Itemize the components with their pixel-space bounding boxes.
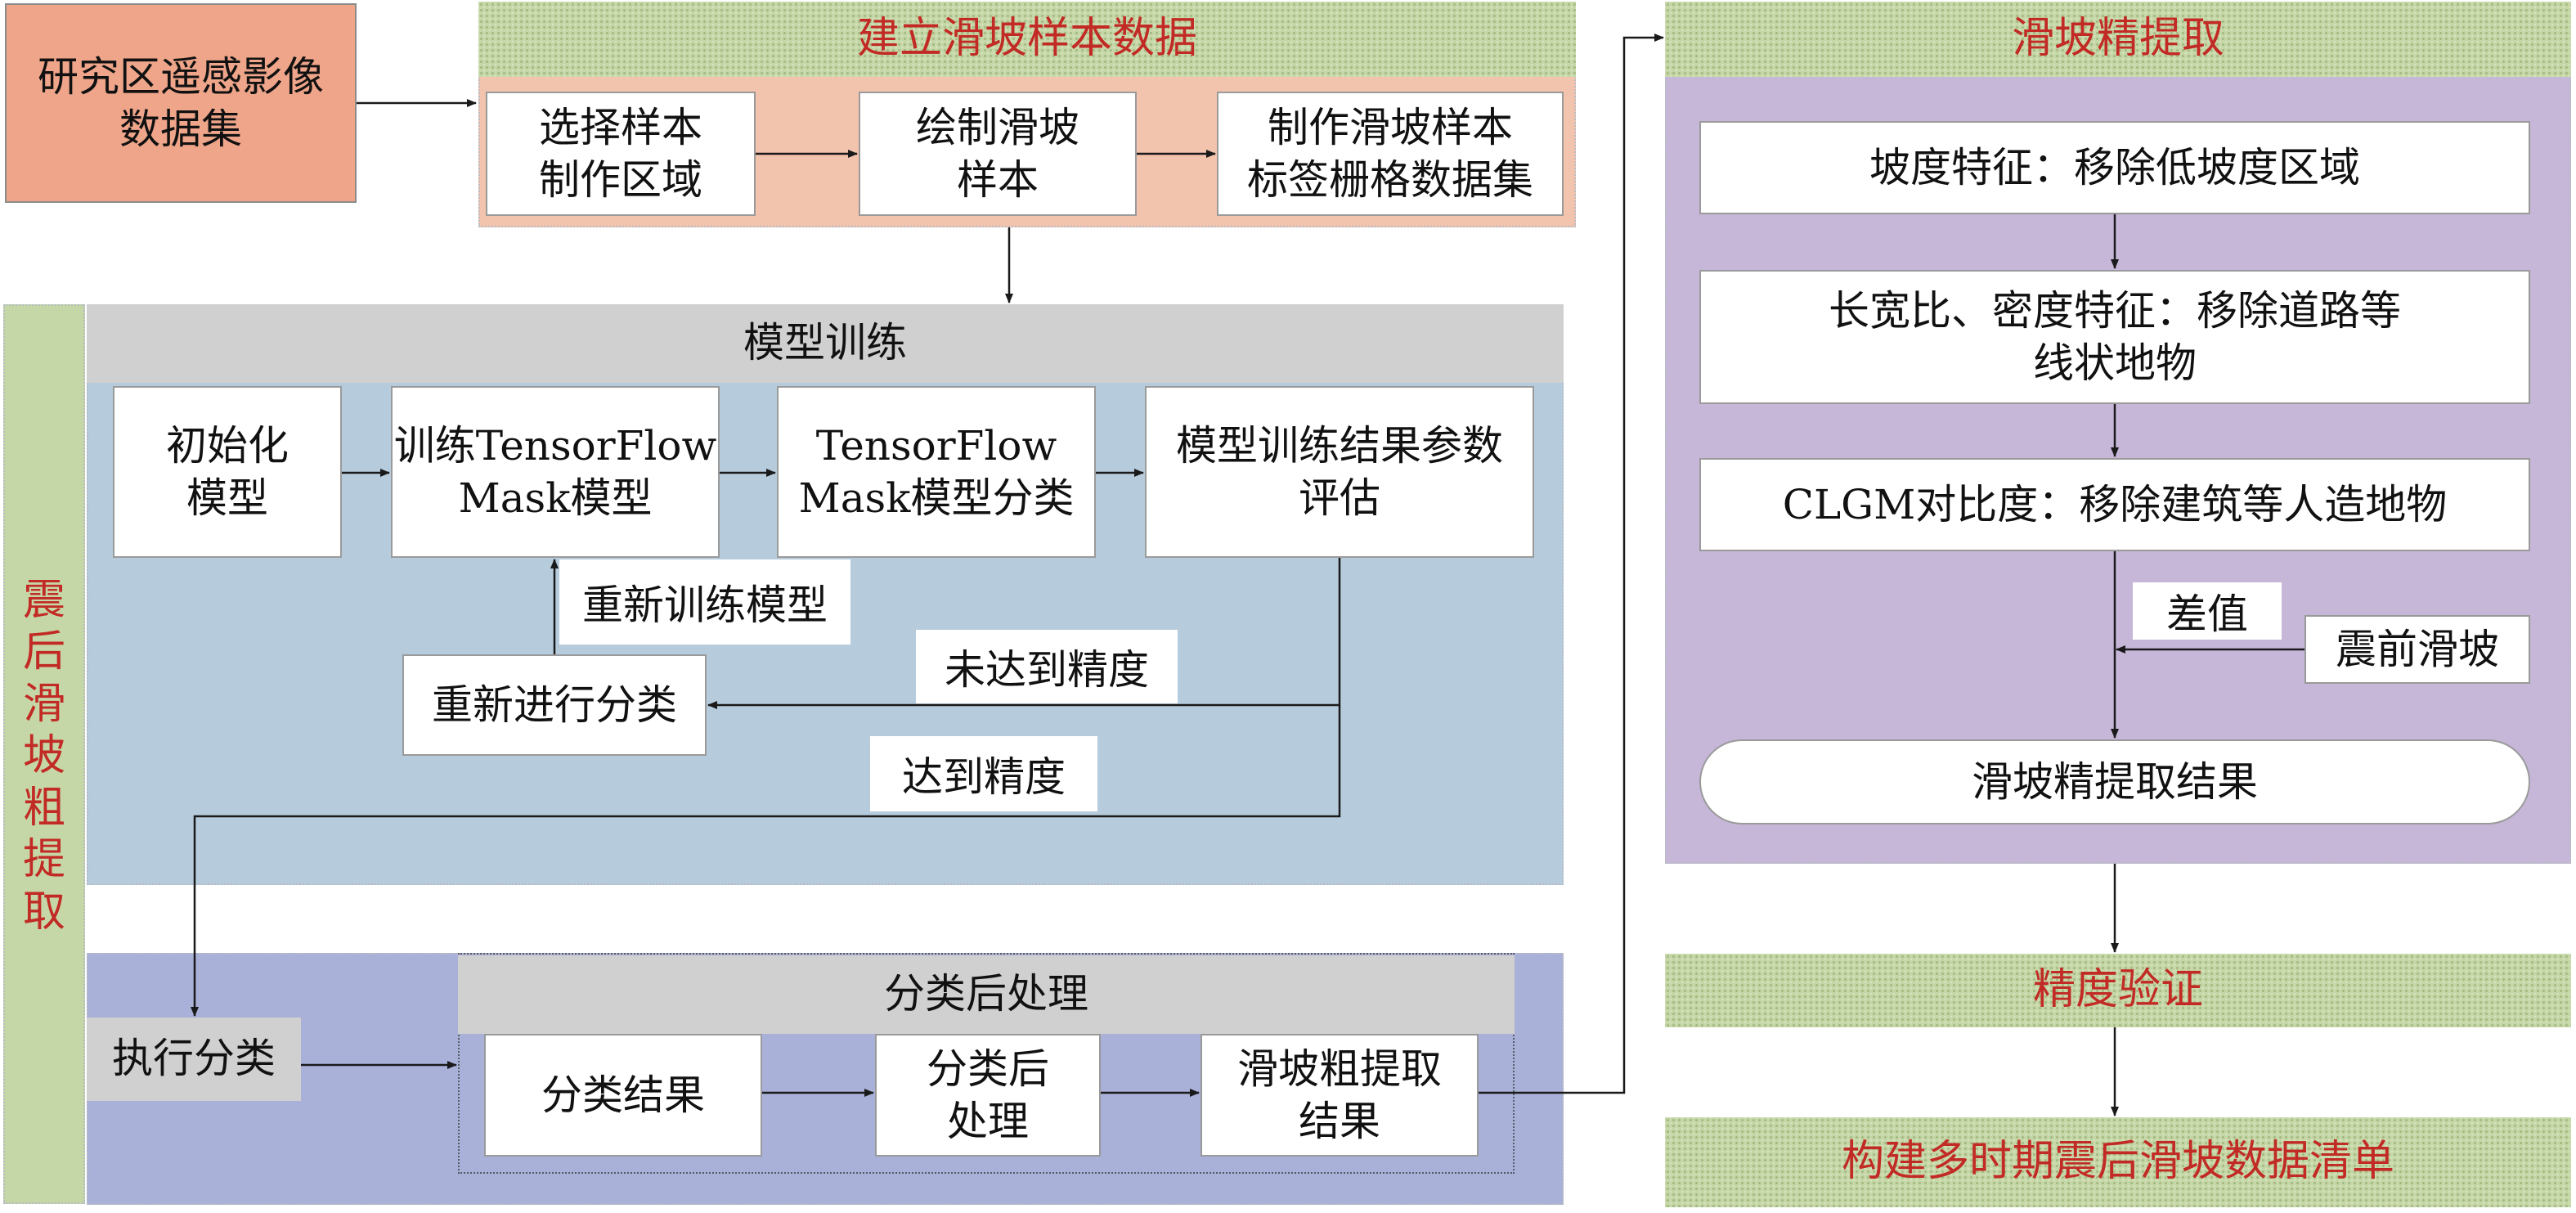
draw-sample-box: 绘制滑坡 样本 — [859, 92, 1137, 216]
post-process-box: 分类后 处理 — [875, 1034, 1101, 1157]
execute-classify: 执行分类 — [87, 1018, 301, 1101]
coarse-title-char: 提 — [22, 835, 65, 885]
post-title: 分类后处理 — [458, 955, 1515, 1034]
box-line: 标签栅格数据集 — [1247, 156, 1533, 204]
pass-label: 达到精度 — [870, 736, 1097, 811]
box-line: 重新进行分类 — [432, 681, 677, 729]
source-line: 数据集 — [119, 106, 242, 153]
box-line: Mask模型分类 — [798, 474, 1075, 522]
clgm-contrast-box: CLGM对比度：移除建筑等人造地物 — [1699, 458, 2530, 551]
coarse-title-char: 滑 — [22, 679, 65, 729]
coarse-title-char: 震 — [22, 575, 65, 625]
coarse-title-char: 取 — [22, 887, 65, 937]
pre-quake-box: 震前滑坡 — [2304, 615, 2530, 684]
box-line: 选择样本 — [539, 104, 702, 151]
box-line: 滑坡粗提取 — [1237, 1045, 1442, 1093]
box-line: Mask模型 — [458, 474, 653, 522]
slope-feature-box: 坡度特征：移除低坡度区域 — [1699, 121, 2530, 214]
source-line: 研究区遥感影像 — [38, 53, 324, 101]
inventory-bar: 构建多时期震后滑坡数据清单 — [1665, 1117, 2571, 1207]
make-raster-box: 制作滑坡样本 标签栅格数据集 — [1217, 92, 1564, 216]
ratio-density-box: 长宽比、密度特征：移除道路等 线状地物 — [1699, 270, 2530, 404]
coarse-title: 震 后 滑 坡 粗 提 取 — [3, 564, 85, 949]
fine-title: 滑坡精提取 — [1665, 2, 2571, 77]
init-model-box: 初始化 模型 — [113, 386, 342, 558]
coarse-result-box: 滑坡粗提取 结果 — [1200, 1034, 1479, 1157]
box-line: 滑坡精提取结果 — [1972, 758, 2258, 806]
source-box: 研究区遥感影像 数据集 — [5, 3, 357, 203]
arrow-evaluate-to-execute — [191, 705, 1341, 1017]
coarse-title-char: 后 — [22, 627, 65, 677]
box-line: CLGM对比度：移除建筑等人造地物 — [1782, 481, 2448, 528]
box-line: 震前滑坡 — [2336, 626, 2499, 673]
coarse-sidebar — [3, 304, 85, 1204]
arrow-evaluate-to-reclassify — [707, 558, 1341, 709]
post-subpanel — [458, 953, 1515, 1174]
retrain-label: 重新训练模型 — [559, 559, 850, 645]
box-line: 评估 — [1299, 474, 1380, 522]
box-line: 制作滑坡样本 — [1268, 104, 1513, 151]
box-line: 线状地物 — [2033, 339, 2197, 387]
sample-title: 建立滑坡样本数据 — [478, 2, 1576, 77]
box-line: 分类结果 — [541, 1071, 705, 1119]
box-line: 绘制滑坡 — [916, 104, 1079, 151]
box-line: 分类后 — [927, 1045, 1049, 1093]
fine-result-box: 滑坡精提取结果 — [1699, 739, 2530, 824]
box-line: 模型训练结果参数 — [1176, 422, 1503, 469]
box-line: 处理 — [947, 1098, 1029, 1145]
accuracy-bar: 精度验证 — [1665, 954, 2571, 1027]
coarse-title-char: 粗 — [22, 783, 65, 833]
coarse-title-char: 坡 — [22, 731, 65, 781]
classify-model-box: TensorFlow Mask模型分类 — [777, 386, 1096, 558]
train-model-box: 训练TensorFlow Mask模型 — [391, 386, 720, 558]
box-line: 长宽比、密度特征：移除道路等 — [1829, 287, 2401, 335]
box-line: TensorFlow — [815, 422, 1057, 469]
arrow-coarse-to-fine — [1479, 34, 1664, 1094]
box-line: 模型 — [186, 474, 268, 522]
box-line: 训练TensorFlow — [393, 422, 717, 469]
training-title: 模型训练 — [87, 304, 1564, 383]
reclassify-box: 重新进行分类 — [402, 654, 707, 756]
box-line: 样本 — [957, 156, 1039, 204]
box-line: 结果 — [1299, 1098, 1380, 1145]
fail-label: 未达到精度 — [916, 630, 1178, 703]
classify-result-box: 分类结果 — [484, 1034, 762, 1157]
evaluate-box: 模型训练结果参数 评估 — [1145, 386, 1534, 558]
box-line: 制作区域 — [539, 156, 702, 204]
box-line: 坡度特征：移除低坡度区域 — [1869, 144, 2360, 191]
box-line: 初始化 — [166, 422, 289, 469]
select-area-box: 选择样本 制作区域 — [486, 92, 756, 216]
difference-label: 差值 — [2133, 582, 2282, 640]
